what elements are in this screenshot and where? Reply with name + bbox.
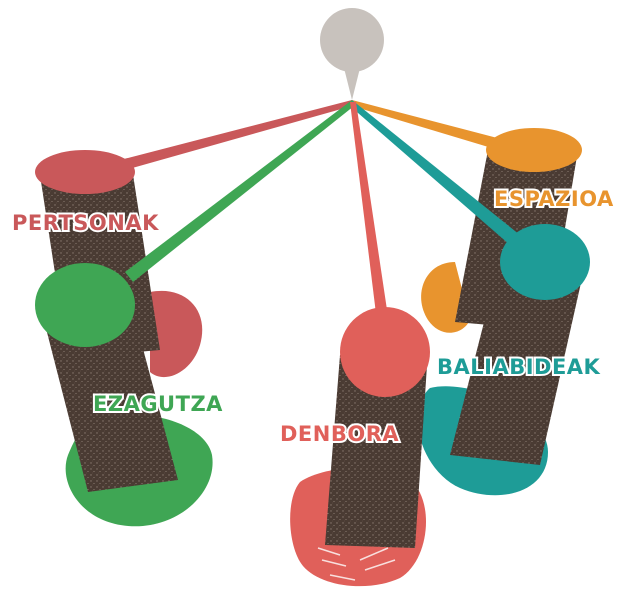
denbora-trunk [325, 350, 428, 548]
espazioa-top [486, 128, 582, 172]
hub [320, 8, 384, 100]
label-pertsonak: PERTSONAK [12, 211, 159, 235]
baliabideak-arm [350, 100, 520, 245]
denbora-base-hatch [317, 547, 396, 581]
baliabideak-top [500, 224, 590, 300]
pertsonak-top [35, 150, 135, 194]
denbora-arm [350, 102, 390, 330]
pillar-denbora [290, 102, 430, 587]
hub-pointer [344, 68, 360, 100]
pillar-baliabideak [350, 100, 590, 496]
denbora-top [340, 307, 430, 397]
ezagutza-trunk [40, 300, 178, 492]
baliabideak-trunk [450, 260, 585, 465]
label-espazioa: ESPAZIOA [494, 187, 614, 211]
label-denbora: DENBORA [280, 422, 399, 446]
pertsonak-shadow [150, 290, 203, 378]
label-baliabideak: BALIABIDEAK [437, 355, 601, 379]
pillar-ezagutza [35, 100, 354, 527]
label-ezagutza: EZAGUTZA [93, 392, 223, 416]
pertsonak-arm [118, 100, 352, 172]
hub-circle [320, 8, 384, 72]
ezagutza-arm [125, 100, 354, 282]
espazioa-arm [352, 100, 505, 152]
ezagutza-top [35, 263, 135, 347]
